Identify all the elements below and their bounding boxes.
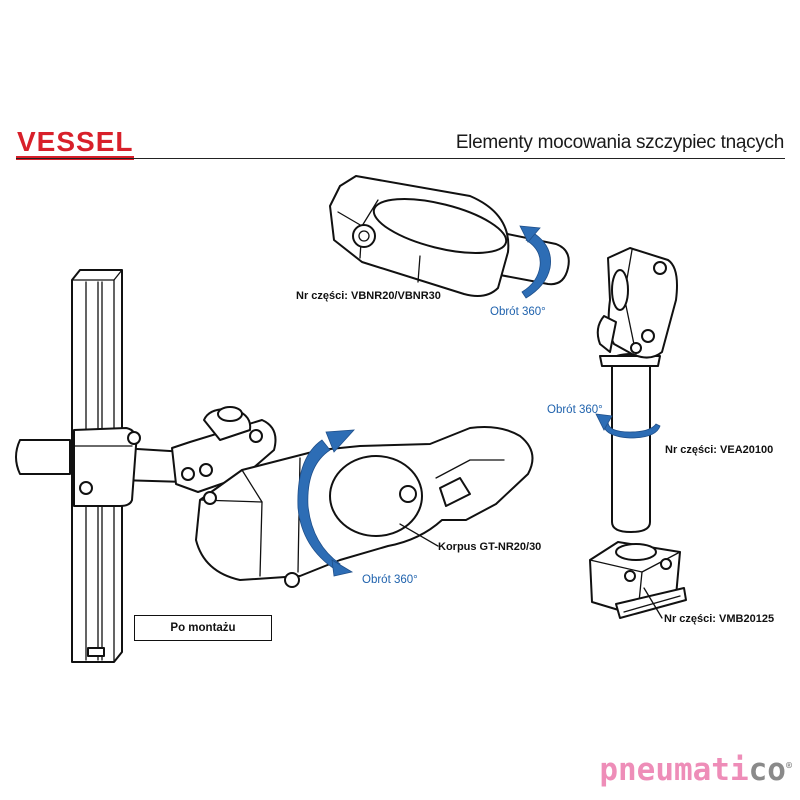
part-label-vmb: Nr części: VMB20125 — [664, 613, 775, 625]
footer-logo-main: pneumati — [599, 752, 749, 788]
part-label-vea: Nr części: VEA20100 — [665, 444, 774, 456]
angle-joint — [171, 406, 277, 493]
brand-logo: VESSEL — [17, 126, 134, 157]
leader-vmb — [643, 587, 663, 619]
footer-logo: pneumatico® — [599, 752, 792, 788]
footer-logo-mark: ® — [785, 760, 792, 772]
rotation-label-top: Obrót 360° — [490, 306, 546, 318]
footer-logo-tail: co — [748, 752, 786, 788]
page-title: Elementy mocowania szczypiec tnących — [455, 132, 784, 153]
rail-clamp — [15, 427, 187, 507]
rotation-arrow-top — [519, 225, 551, 299]
rotation-arrow-right — [595, 413, 661, 439]
rotation-label-center: Obrót 360° — [362, 574, 418, 586]
leader-body — [399, 523, 439, 547]
header-rule — [16, 158, 785, 159]
block-vmb — [589, 541, 687, 619]
clamp-vbnr — [329, 175, 570, 297]
part-label-vbnr: Nr części: VBNR20/VBNR30 — [296, 290, 441, 302]
body-label: Korpus GT-NR20/30 — [438, 541, 542, 553]
assembly-caption: Po montażu — [134, 615, 272, 641]
post-vea — [596, 247, 678, 533]
rotation-label-right: Obrót 360° — [547, 404, 603, 416]
body-gtnr — [195, 426, 534, 588]
rotation-arrow-center — [297, 429, 355, 577]
